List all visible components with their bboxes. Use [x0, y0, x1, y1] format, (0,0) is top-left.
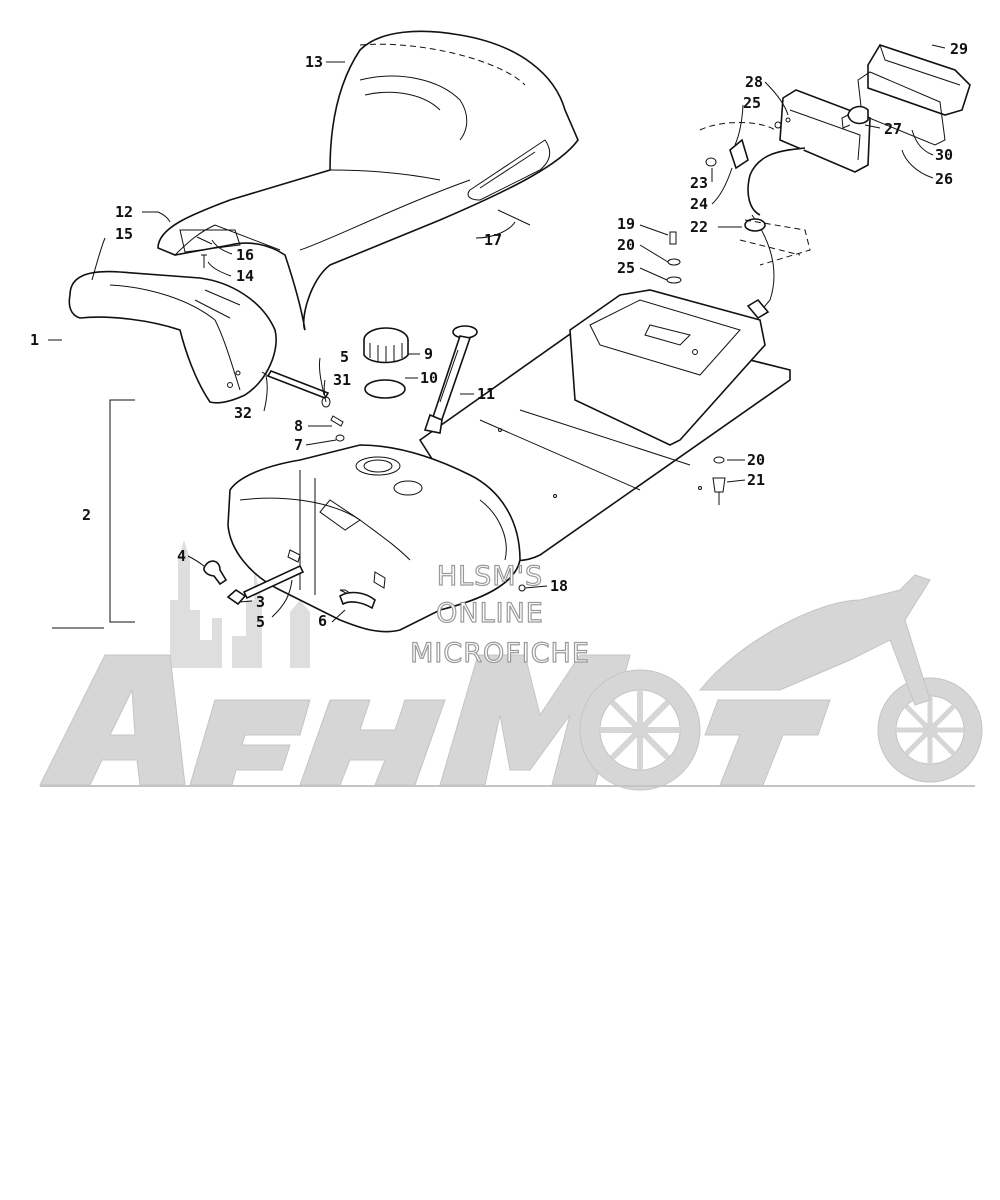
callout-22: 22 [690, 218, 708, 236]
watermark-logo [39, 540, 983, 791]
callout-27: 27 [884, 120, 902, 138]
screw-17 [497, 209, 531, 226]
seat-logo-badge [467, 139, 551, 201]
callout-11: 11 [477, 385, 495, 403]
callout-16: 16 [236, 246, 254, 264]
latch-16 [196, 236, 213, 245]
callout-8: 8 [294, 417, 303, 435]
callout-7: 7 [294, 436, 303, 454]
callout-19: 19 [617, 215, 635, 233]
callout-13: 13 [305, 53, 323, 71]
watermark-line-1: HLSM'S [437, 561, 543, 592]
callout-10: 10 [420, 369, 438, 387]
callout-15: 15 [115, 225, 133, 243]
fuel-cap [363, 327, 409, 364]
rear-storage-box [569, 289, 766, 446]
fuel-valve-3 [226, 564, 305, 606]
watermark-city-silhouette [170, 540, 310, 668]
leader-lines [48, 44, 946, 623]
rear-tray-body [68, 270, 277, 404]
taillight-bulb [847, 105, 869, 125]
callout-20-upper: 20 [617, 236, 635, 254]
screw-14 [201, 254, 207, 268]
callout-31: 31 [333, 371, 351, 389]
callout-1: 1 [30, 331, 39, 349]
seat-assembly [157, 30, 579, 331]
callout-labels: 1 2 3 4 5 5 6 7 8 9 10 11 12 13 14 15 16… [30, 40, 968, 631]
watermark-letter-t [704, 699, 831, 786]
watermark-line-3: MICROFICHE [410, 638, 590, 669]
callout-20-lower: 20 [747, 451, 765, 469]
callout-3: 3 [256, 593, 265, 611]
watermark-rear-wheel [877, 677, 983, 783]
watermark-bike-frame [698, 574, 931, 706]
callout-18: 18 [550, 577, 568, 595]
callout-25-lower: 25 [617, 259, 635, 277]
seat-cushion [157, 30, 579, 331]
watermark-text: HLSM'S ONLINE MICROFICHE [409, 560, 590, 669]
fuel-gauge [423, 325, 478, 434]
taillight-assembly [699, 44, 971, 320]
fuel-cap-gasket [364, 379, 406, 399]
watermark-front-wheel [579, 669, 701, 791]
watermark-letter-e [189, 699, 311, 786]
callout-28: 28 [745, 73, 763, 91]
fuel-tank-body [227, 444, 521, 633]
fuel-tank [227, 444, 521, 633]
callout-12: 12 [115, 203, 133, 221]
callout-23: 23 [690, 174, 708, 192]
strap-6 [339, 591, 376, 610]
callout-21: 21 [747, 471, 765, 489]
fuel-fitting-4 [203, 560, 228, 586]
callout-32: 32 [234, 404, 252, 422]
watermark-line-2: ONLINE [436, 598, 544, 629]
callout-17: 17 [484, 231, 502, 249]
assembly-bracket-2 [52, 399, 135, 629]
fuel-screw-7 [335, 434, 345, 442]
callout-5-lower: 5 [256, 613, 265, 631]
callout-2: 2 [82, 506, 91, 524]
callout-25-upper: 25 [743, 94, 761, 112]
tail-hardware-19-20-25 [666, 231, 682, 284]
callout-29: 29 [950, 40, 968, 58]
tunnel-hardware-20-21 [712, 456, 726, 505]
rear-tunnel [418, 289, 791, 562]
screw-32 [261, 371, 269, 377]
watermark-letter-h [299, 699, 446, 786]
callout-5-upper: 5 [340, 348, 349, 366]
callout-24: 24 [690, 195, 708, 213]
hose-clip-8 [330, 415, 344, 427]
taillight-housing [779, 89, 871, 173]
watermark-letter-a [39, 654, 186, 786]
rear-seat-tray [68, 270, 277, 404]
callout-9: 9 [424, 345, 433, 363]
taillight-wire [747, 147, 806, 216]
hose-clamp-31 [321, 396, 331, 408]
callout-4: 4 [177, 547, 186, 565]
taillight-bracket [729, 138, 749, 170]
callout-14: 14 [236, 267, 254, 285]
callout-30: 30 [935, 146, 953, 164]
callout-26: 26 [935, 170, 953, 188]
callout-6: 6 [318, 612, 327, 630]
fuel-hose [266, 370, 330, 399]
